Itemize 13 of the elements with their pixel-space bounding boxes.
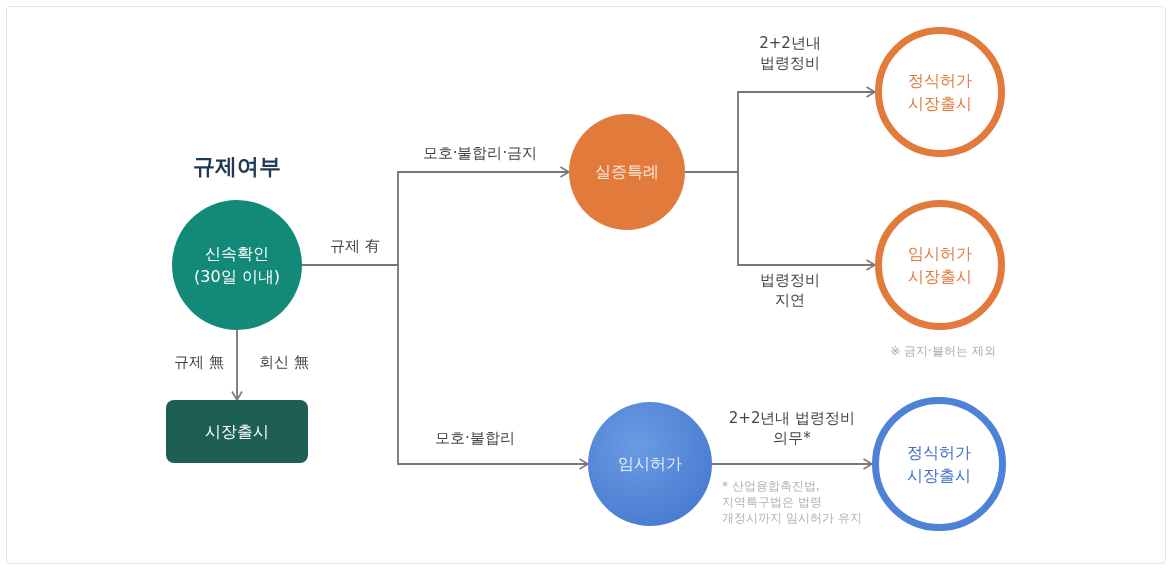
node-text: 신속확인 (30일 이내) (193, 242, 281, 288)
node-text: 정식허가 시장출시 (906, 441, 972, 487)
node-text: 실증특례 (594, 161, 660, 184)
arrow (711, 458, 873, 470)
section-heading: 규제여부 (192, 153, 282, 181)
node-text: 정식허가 시장출시 (907, 69, 973, 115)
result-box (166, 400, 308, 463)
node-text: 임시허가 시장출시 (907, 242, 973, 288)
arrow (231, 329, 243, 401)
node-text: 임시허가 (617, 453, 683, 476)
arrow (684, 171, 876, 271)
node-text: 시장출시 (204, 420, 270, 443)
footnote: * 산업융합촉진법, 지역특구법은 법령 개정시까지 임시허가 유지 (722, 478, 862, 527)
